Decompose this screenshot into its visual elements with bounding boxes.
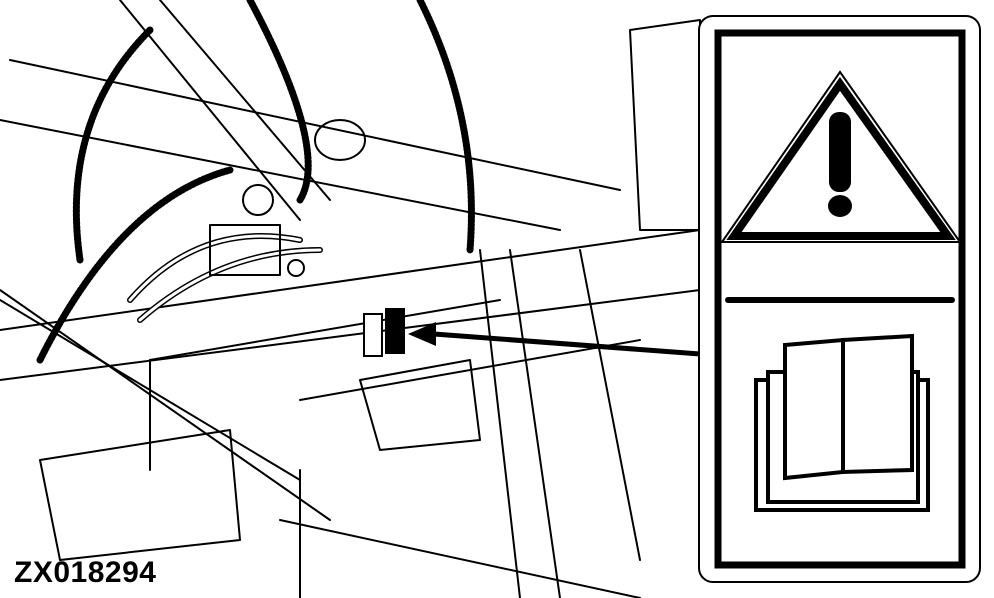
pointer-arrow bbox=[408, 322, 701, 357]
decal-location-marker bbox=[363, 308, 405, 357]
open-book-icon bbox=[754, 333, 930, 512]
figure-id-label: ZX018294 bbox=[14, 556, 157, 589]
warning-triangle-icon bbox=[720, 70, 962, 243]
safety-decal-callout bbox=[698, 15, 981, 583]
